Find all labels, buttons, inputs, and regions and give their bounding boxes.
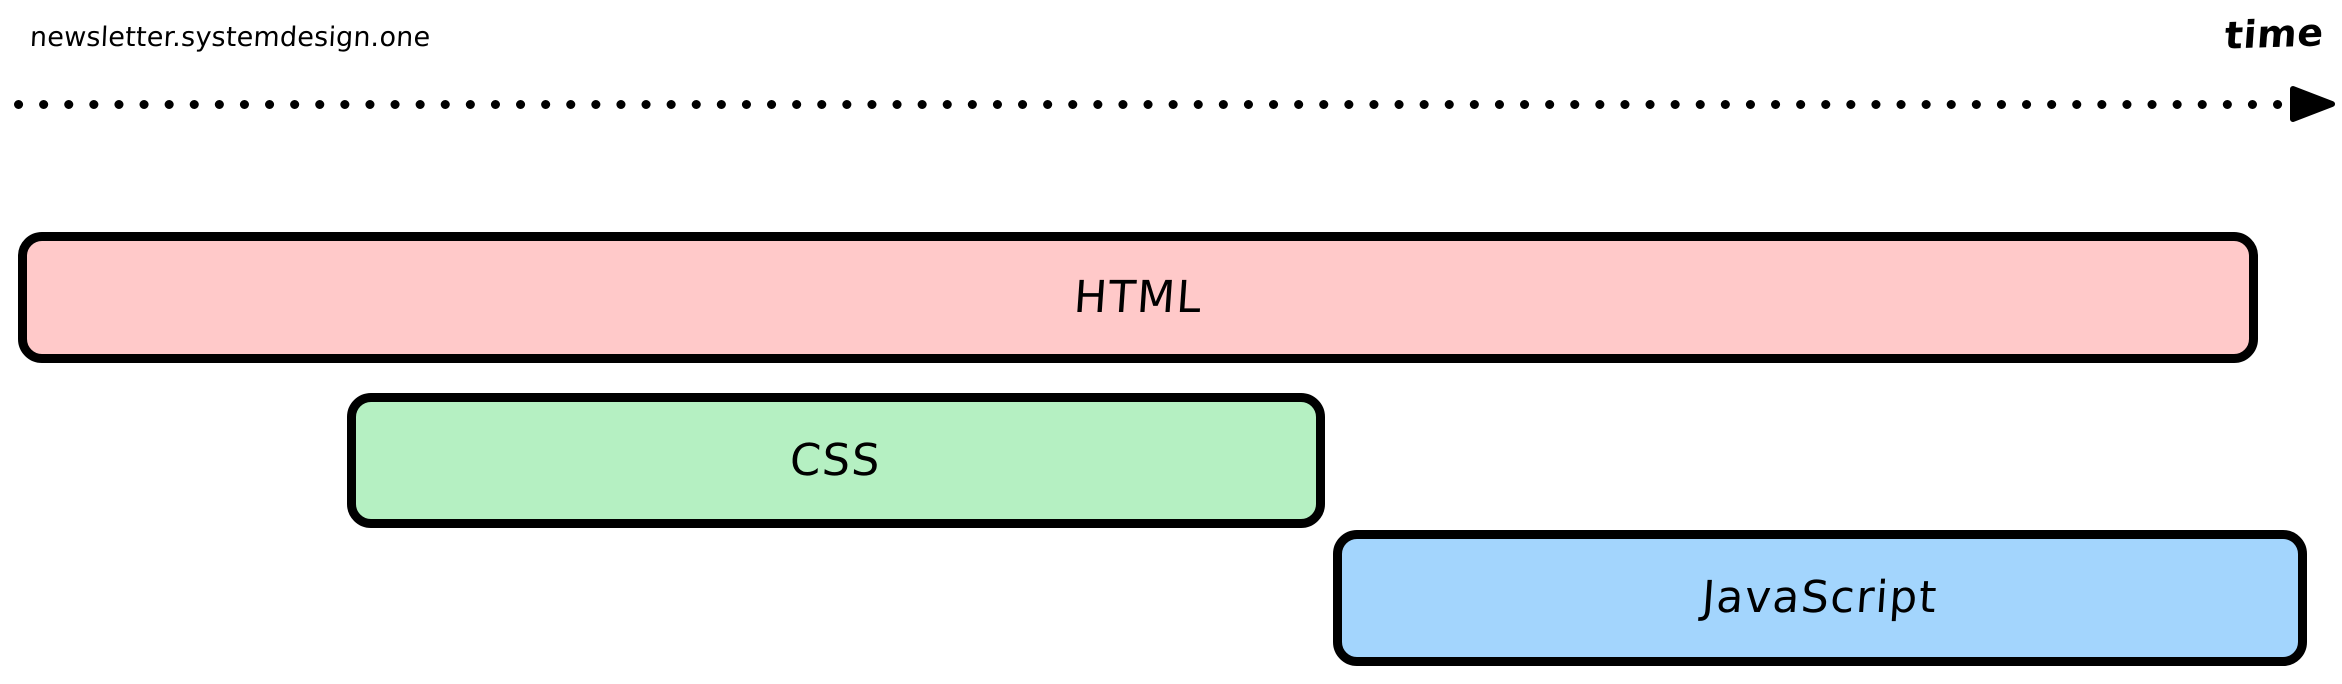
timeline-bar-html: HTML [18,232,2258,363]
timeline-bar-javascript-label: JavaScript [1700,572,1940,623]
time-axis-label: time [2223,10,2326,58]
timeline-bar-css-label: CSS [788,434,884,486]
timeline-bar-javascript: JavaScript [1333,530,2307,666]
timeline-bar-html-label: HTML [1072,271,1205,323]
time-axis-arrowhead-icon [2290,86,2335,122]
timeline-bar-css: CSS [347,393,1325,528]
time-axis: time [0,0,2342,140]
time-axis-dotted-line [13,99,2290,109]
